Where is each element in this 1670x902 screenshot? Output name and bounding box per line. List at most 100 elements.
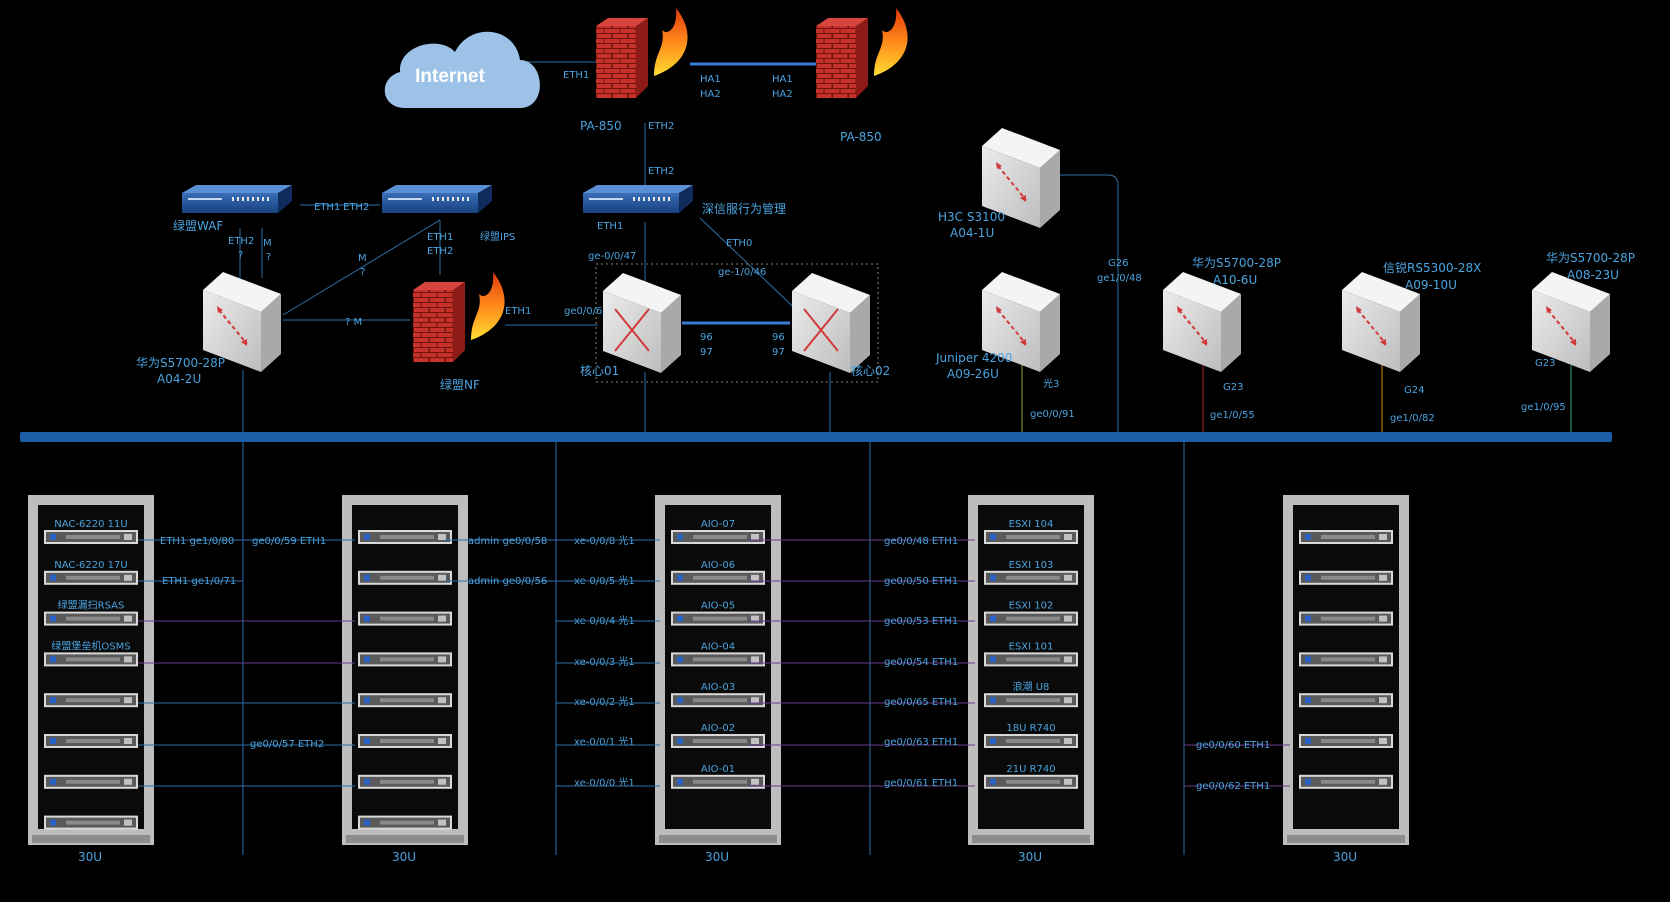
r4-link-4: ge0/0/65 ETH1 (884, 697, 958, 708)
r4-link-5: ge0/0/63 ETH1 (884, 737, 958, 748)
hw1-port-m: ? M (345, 317, 362, 328)
sxf-port-eth2: ETH2 (648, 166, 674, 177)
switch-rj[interactable] (1342, 272, 1420, 372)
rack-server-unit[interactable] (358, 693, 452, 708)
rack-server-unit[interactable] (358, 734, 452, 748)
rack-server-unit[interactable] (44, 652, 138, 667)
rack-2[interactable]: 30U (342, 495, 468, 864)
rack-size-label: 30U (1333, 850, 1357, 864)
rack-server-unit[interactable] (671, 774, 765, 789)
rack-base (32, 835, 150, 843)
r4-link-6: ge0/0/61 ETH1 (884, 778, 958, 789)
rack-server-unit[interactable] (44, 611, 138, 626)
switch-h3c[interactable] (982, 128, 1060, 228)
r3-link-6: xe-0/0/0 光1 (574, 776, 635, 789)
rack-unit-label: 21U R740 (1006, 764, 1055, 775)
rack-server-unit[interactable] (358, 570, 452, 585)
rack-server-unit[interactable] (44, 774, 138, 789)
rack-links: ETH1 ge1/0/80 ETH1 ge1/0/71 ge0/0/59 ETH… (138, 534, 1290, 792)
rack-server-unit[interactable] (984, 530, 1078, 544)
hw3-name: 华为S5700-28P (1546, 251, 1635, 265)
waf-port-eth2-down: ETH2 (228, 236, 254, 247)
rack-server-unit[interactable] (1299, 774, 1393, 789)
r2-link-label-3: admin ge0/0/56 (468, 576, 547, 587)
rack-server-unit[interactable] (358, 774, 452, 789)
rack-server-unit[interactable] (984, 570, 1078, 585)
switch-juniper[interactable] (982, 272, 1060, 372)
core-group-box (595, 263, 879, 383)
r3-link-5: xe-0/0/1 光1 (574, 735, 635, 748)
rack-server-unit[interactable] (44, 530, 138, 544)
cloud-shape (384, 31, 540, 108)
juniper-port-g3: 光3 (1043, 377, 1059, 390)
rj-loc: A09-10U (1405, 278, 1457, 292)
rack-server-unit[interactable] (671, 530, 765, 544)
rack-base (1287, 835, 1405, 843)
rack-server-unit[interactable] (984, 652, 1078, 667)
switch-hw3[interactable] (1532, 272, 1610, 372)
r4-link-1: ge0/0/50 ETH1 (884, 576, 958, 587)
rack-server-unit[interactable] (671, 734, 765, 748)
rack-server-unit[interactable] (44, 693, 138, 708)
hw2-port-g23: G23 (1223, 382, 1243, 393)
rack-server-unit[interactable] (984, 611, 1078, 626)
waf-port-eth1: ETH1 (314, 202, 340, 213)
hw1-loc: A04-2U (157, 372, 201, 386)
rack-server-unit[interactable] (984, 693, 1078, 708)
firewall-pa2[interactable] (816, 8, 908, 98)
waf-port-m: M (263, 238, 272, 249)
firewall-pa1[interactable] (596, 8, 688, 98)
rack-unit-label: AIO-02 (701, 723, 735, 734)
ips-port-m: M (358, 253, 367, 264)
rack-server-unit[interactable] (1299, 693, 1393, 708)
rack-5[interactable]: 30U (1283, 495, 1409, 864)
rack-server-unit[interactable] (44, 734, 138, 748)
switch-core2[interactable] (792, 273, 870, 373)
rack-server-unit[interactable] (1299, 652, 1393, 667)
appliance-sxf[interactable] (583, 185, 693, 213)
rack-server-unit[interactable] (1299, 611, 1393, 626)
waf-port-eth2: ETH2 (343, 202, 369, 213)
rack-server-unit[interactable] (984, 734, 1078, 748)
rack-unit-label: AIO-06 (701, 560, 735, 571)
rack-3[interactable]: AIO-07AIO-06AIO-05AIO-04AIO-03AIO-02AIO-… (655, 495, 781, 864)
waf-port-q1: ? (238, 250, 243, 261)
h3c-name: H3C S3100 (938, 210, 1005, 224)
rack-server-unit[interactable] (358, 815, 452, 830)
pa1-port-eth2: ETH2 (648, 121, 674, 132)
core1-name: 核心01 (580, 364, 619, 378)
switch-core1[interactable] (603, 273, 681, 373)
rack-server-unit[interactable] (358, 652, 452, 667)
rack-server-unit[interactable] (1299, 734, 1393, 748)
rack-server-unit[interactable] (44, 815, 138, 830)
rack-server-unit[interactable] (671, 693, 765, 708)
rj-port-ge82: ge1/0/82 (1390, 413, 1435, 424)
rack-server-unit[interactable] (358, 611, 452, 626)
appliance-waf[interactable] (182, 185, 292, 213)
switch-hw1[interactable] (203, 272, 281, 372)
rack-server-unit[interactable] (358, 530, 452, 544)
rack-server-unit[interactable] (671, 570, 765, 585)
ips-port-q: ? (360, 267, 365, 278)
core2-port-ge46: ge-1/0/46 (718, 267, 766, 278)
r1-link-label-0: ETH1 ge1/0/80 (160, 536, 234, 547)
rack-unit-label: ESXI 103 (1009, 560, 1054, 571)
r5-link-0: ge0/0/60 ETH1 (1196, 740, 1270, 751)
appliance-ips[interactable] (382, 185, 492, 213)
rack-server-unit[interactable] (671, 652, 765, 667)
rack-server-unit[interactable] (44, 570, 138, 585)
pa2-port-ha1: HA1 (772, 74, 793, 85)
hw1-name: 华为S5700-28P (136, 356, 225, 370)
firewall-nf[interactable] (413, 272, 505, 362)
switch-hw2[interactable] (1163, 272, 1241, 372)
rack-server-unit[interactable] (671, 611, 765, 626)
rack-unit-label: 绿盟堡垒机OSMS (51, 639, 130, 652)
sxf-name: 深信服行为管理 (702, 201, 786, 216)
pa1-name: PA-850 (580, 119, 622, 133)
rack-server-unit[interactable] (1299, 570, 1393, 585)
rack-server-unit[interactable] (984, 774, 1078, 789)
rack-unit-label: ESXI 101 (1009, 641, 1054, 652)
rack-server-unit[interactable] (1299, 530, 1393, 544)
